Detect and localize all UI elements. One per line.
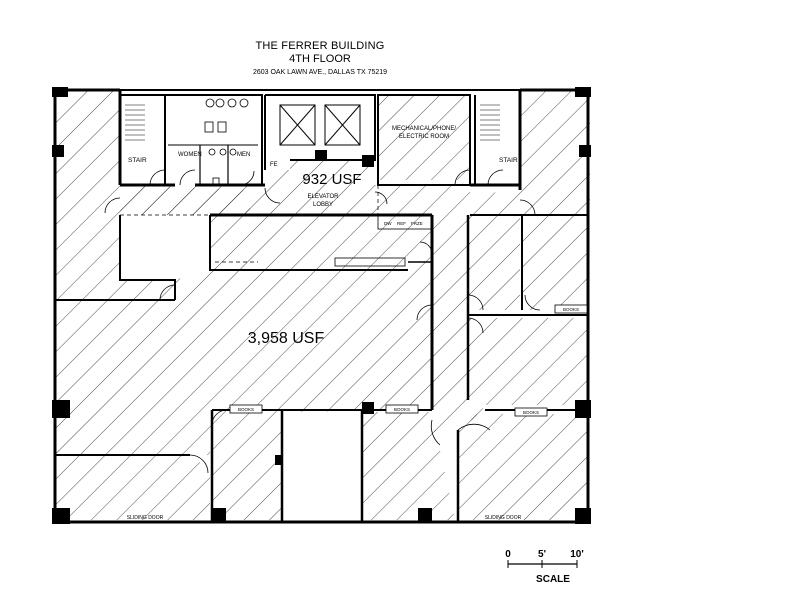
core-corridor-area	[120, 160, 470, 215]
hatched-areas	[55, 90, 590, 520]
scale-tick-0: 0	[505, 549, 511, 560]
building-title: THE FERRER BUILDING	[255, 40, 385, 52]
office-bottom-mid	[212, 412, 282, 520]
stair-right-label: STAIR	[499, 157, 518, 164]
scale-bar: 0 5' 10' SCALE	[505, 549, 584, 585]
women-label: WOMEN	[178, 152, 202, 158]
main-area-label: 3,958 USF	[248, 330, 325, 347]
sliding-door-label: SLIDING DOOR	[485, 515, 522, 521]
men-label: MEN	[237, 152, 250, 158]
office-bottom-center	[362, 412, 455, 520]
door-swings	[104, 169, 541, 474]
stair-left-label: STAIR	[128, 157, 147, 164]
counters	[120, 185, 379, 263]
books-label: BOOKS	[563, 307, 579, 312]
fire-extinguisher-label: FE	[270, 162, 278, 168]
elevator-lobby-label-2: LOBBY	[313, 202, 333, 208]
office-right-upper-b	[522, 215, 588, 310]
office-right-mid	[468, 318, 588, 405]
office-right-upper-a	[468, 215, 520, 310]
northeast-corner	[470, 90, 590, 215]
sliding-door-label: SLIDING DOOR	[127, 515, 164, 521]
books-label: BOOKS	[523, 410, 539, 415]
office-bottom-right	[458, 414, 588, 520]
floor-title: 4TH FLOOR	[289, 53, 351, 65]
scale-tick-10: 10'	[570, 549, 584, 560]
elevator-lobby-label-1: ELEVATOR	[307, 194, 339, 200]
mechanical-label-1: MECHANICAL/PHONE/	[392, 126, 456, 132]
core-area-label: 932 USF	[302, 171, 361, 188]
kitchen-cabinets	[334, 214, 433, 267]
structural-columns	[52, 87, 591, 524]
scale-label: SCALE	[536, 574, 570, 585]
mechanical-room-area	[378, 95, 470, 180]
books-label: BOOKS	[238, 407, 254, 412]
dishwasher-label: DW	[384, 221, 392, 226]
walls	[53, 88, 590, 524]
mechanical-label-2: ELECTRIC ROOM	[399, 134, 449, 140]
scale-tick-5: 5'	[538, 549, 546, 560]
books-label: BOOKS	[394, 407, 410, 412]
main-open-area	[55, 270, 432, 455]
address-label: 2603 OAK LAWN AVE., DALLAS TX 75219	[252, 69, 388, 76]
corridor-right	[430, 215, 490, 440]
refrigerator-label: REF	[397, 221, 406, 226]
freezer-label: FRZE	[411, 221, 423, 226]
book-shelves: BOOKS BOOKS BOOKS BOOKS	[229, 304, 588, 417]
elevator-shafts	[279, 104, 361, 146]
stair-treads	[125, 104, 500, 141]
office-left-bottom	[55, 455, 210, 520]
restroom-fixtures	[204, 98, 249, 185]
